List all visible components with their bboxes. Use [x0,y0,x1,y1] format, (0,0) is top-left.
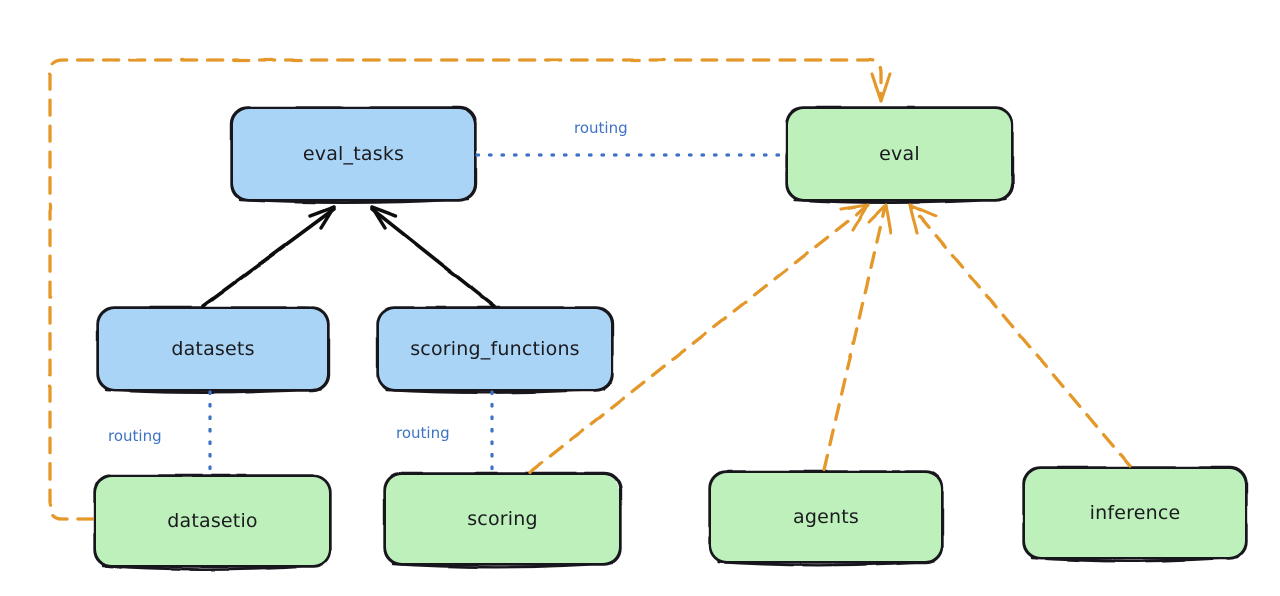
node-agents[interactable]: agents [711,473,941,561]
node-eval[interactable]: eval [788,109,1011,199]
node-inference[interactable]: inference [1025,469,1245,557]
node-label-eval: eval [879,142,920,165]
node-datasets[interactable]: datasets [99,309,327,389]
node-label-inference: inference [1089,501,1181,524]
node-scoring[interactable]: scoring [386,475,619,563]
node-scoring_functions[interactable]: scoring_functions [379,309,611,389]
node-label-scoring_functions: scoring_functions [410,337,580,360]
edge-datasets-to-eval_tasks [201,205,336,308]
edge-inference-to-eval [908,203,1132,468]
edge-label-routing-datasets-datasetio: routing [108,427,162,445]
edge-label-routing-eval_tasks-eval: routing [574,119,628,137]
node-datasetio[interactable]: datasetio [96,477,329,565]
edge-agents-to-eval [822,203,893,472]
node-label-eval_tasks: eval_tasks [302,142,405,165]
node-label-datasets: datasets [171,337,255,360]
node-label-scoring: scoring [467,507,538,530]
node-label-datasetio: datasetio [167,509,258,532]
edge-scoring_functions-to-eval_tasks [370,205,496,308]
node-label-agents: agents [793,505,859,528]
edge-label-routing-scoring_functions-scoring: routing [396,424,450,442]
node-eval_tasks[interactable]: eval_tasks [233,109,474,199]
